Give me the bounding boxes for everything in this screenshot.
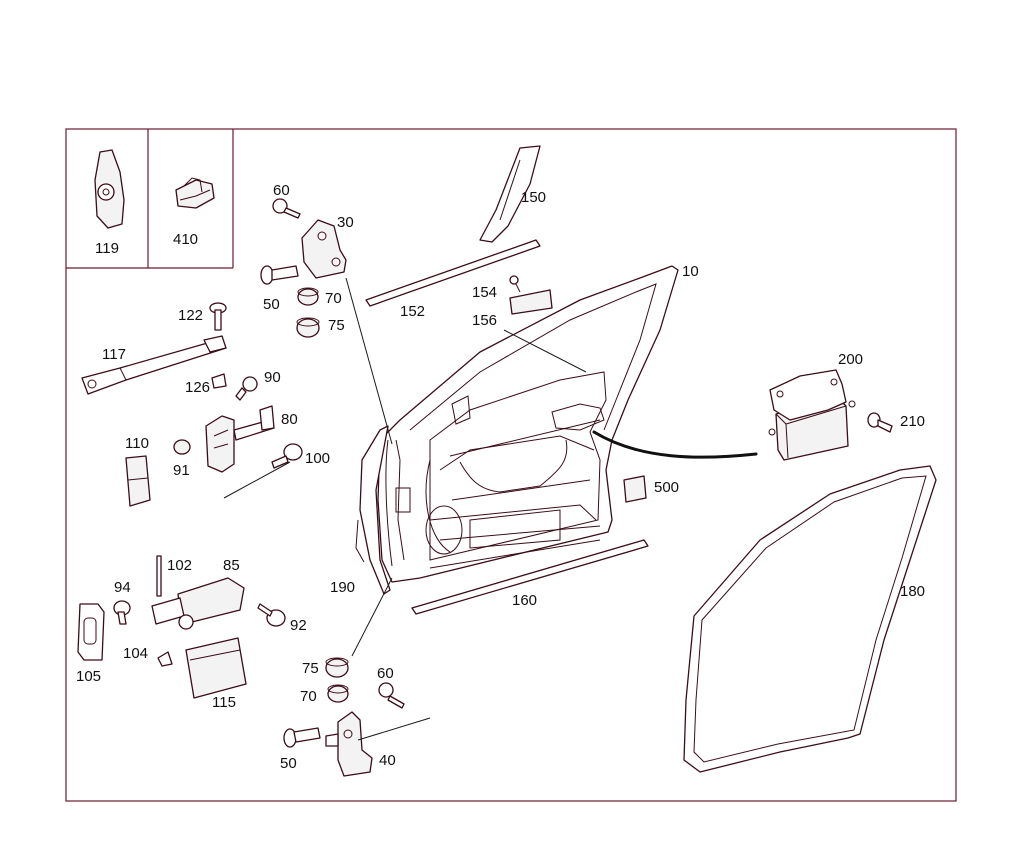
label-500: 500 bbox=[654, 479, 679, 496]
label-160: 160 bbox=[512, 592, 537, 609]
label-410: 410 bbox=[173, 231, 198, 248]
part-126-clip bbox=[211, 373, 227, 389]
label-115: 115 bbox=[212, 694, 236, 711]
part-50-bolt-upper bbox=[260, 265, 299, 285]
label-200: 200 bbox=[838, 351, 863, 368]
part-91-nut bbox=[173, 439, 191, 455]
part-117-gas-strut bbox=[81, 335, 227, 395]
label-104: 104 bbox=[123, 645, 148, 662]
part-154-screw bbox=[509, 275, 521, 293]
label-150: 150 bbox=[521, 189, 546, 206]
label-152: 152 bbox=[400, 303, 425, 320]
part-410-clip bbox=[175, 177, 215, 209]
leader-lines bbox=[223, 277, 758, 741]
label-40: 40 bbox=[379, 752, 396, 769]
label-70-upper: 70 bbox=[325, 290, 342, 307]
part-150-window-trim bbox=[479, 145, 541, 243]
label-10: 10 bbox=[682, 263, 699, 280]
part-104-clip bbox=[157, 651, 173, 667]
label-90: 90 bbox=[264, 369, 281, 386]
label-126: 126 bbox=[185, 379, 210, 396]
part-80-door-check bbox=[205, 405, 275, 473]
label-122: 122 bbox=[178, 307, 203, 324]
part-60-bolt-upper bbox=[272, 198, 301, 219]
inset-boxes bbox=[66, 129, 234, 269]
label-180: 180 bbox=[900, 583, 925, 600]
part-119-grommet bbox=[94, 149, 125, 229]
label-92: 92 bbox=[290, 617, 307, 634]
part-110-block bbox=[125, 455, 151, 507]
part-85-actuator bbox=[151, 577, 245, 630]
label-30: 30 bbox=[337, 214, 354, 231]
label-60-lower: 60 bbox=[377, 665, 394, 682]
part-160-sill-strip bbox=[411, 539, 649, 615]
part-50-bolt-lower bbox=[283, 727, 321, 748]
part-210-screw bbox=[867, 412, 893, 433]
label-85: 85 bbox=[223, 557, 240, 574]
label-156: 156 bbox=[472, 312, 497, 329]
part-156-bracket bbox=[509, 289, 553, 315]
label-102: 102 bbox=[167, 557, 192, 574]
part-152-belt-strip bbox=[365, 239, 541, 307]
part-500-pad bbox=[623, 475, 647, 503]
label-60-upper: 60 bbox=[273, 182, 290, 199]
label-50-upper: 50 bbox=[263, 296, 280, 313]
label-80: 80 bbox=[281, 411, 298, 428]
label-100: 100 bbox=[305, 450, 330, 467]
label-75-lower: 75 bbox=[302, 660, 319, 677]
part-190-front-seal bbox=[355, 425, 391, 595]
part-92-bolt bbox=[257, 603, 286, 627]
part-75-washer-lower bbox=[325, 657, 349, 678]
part-70-nut-lower bbox=[327, 684, 349, 703]
part-102-pin bbox=[156, 555, 162, 597]
label-117: 117 bbox=[102, 346, 126, 363]
label-94: 94 bbox=[114, 579, 131, 596]
label-75-upper: 75 bbox=[328, 317, 345, 334]
part-75-washer-upper bbox=[296, 317, 320, 338]
part-122-pin bbox=[209, 302, 227, 331]
part-180-door-seal bbox=[683, 465, 937, 773]
part-90-bolt bbox=[235, 376, 258, 401]
part-100-bolt bbox=[271, 443, 303, 469]
label-210: 210 bbox=[900, 413, 925, 430]
part-70-nut-upper bbox=[297, 287, 319, 306]
label-119: 119 bbox=[95, 240, 119, 257]
label-105: 105 bbox=[76, 668, 101, 685]
part-115-cover bbox=[185, 637, 247, 699]
label-154: 154 bbox=[472, 284, 497, 301]
part-200-control-module bbox=[768, 369, 856, 461]
label-110: 110 bbox=[125, 435, 149, 452]
part-40-lower-hinge bbox=[325, 711, 373, 777]
label-91: 91 bbox=[173, 462, 190, 479]
part-60-bolt-lower bbox=[378, 682, 405, 709]
label-70-lower: 70 bbox=[300, 688, 317, 705]
part-10-door-shell bbox=[377, 265, 679, 583]
diagram-frame bbox=[65, 128, 957, 802]
part-94-bolt bbox=[113, 600, 131, 625]
part-105-plate bbox=[77, 603, 105, 661]
label-190: 190 bbox=[330, 579, 355, 596]
inset-label-group: 119 410 bbox=[95, 231, 198, 257]
part-label-group: 10 30 40 50 50 60 60 70 70 75 75 80 85 9… bbox=[76, 182, 925, 772]
part-30-upper-hinge bbox=[301, 219, 347, 279]
label-50-lower: 50 bbox=[280, 755, 297, 772]
